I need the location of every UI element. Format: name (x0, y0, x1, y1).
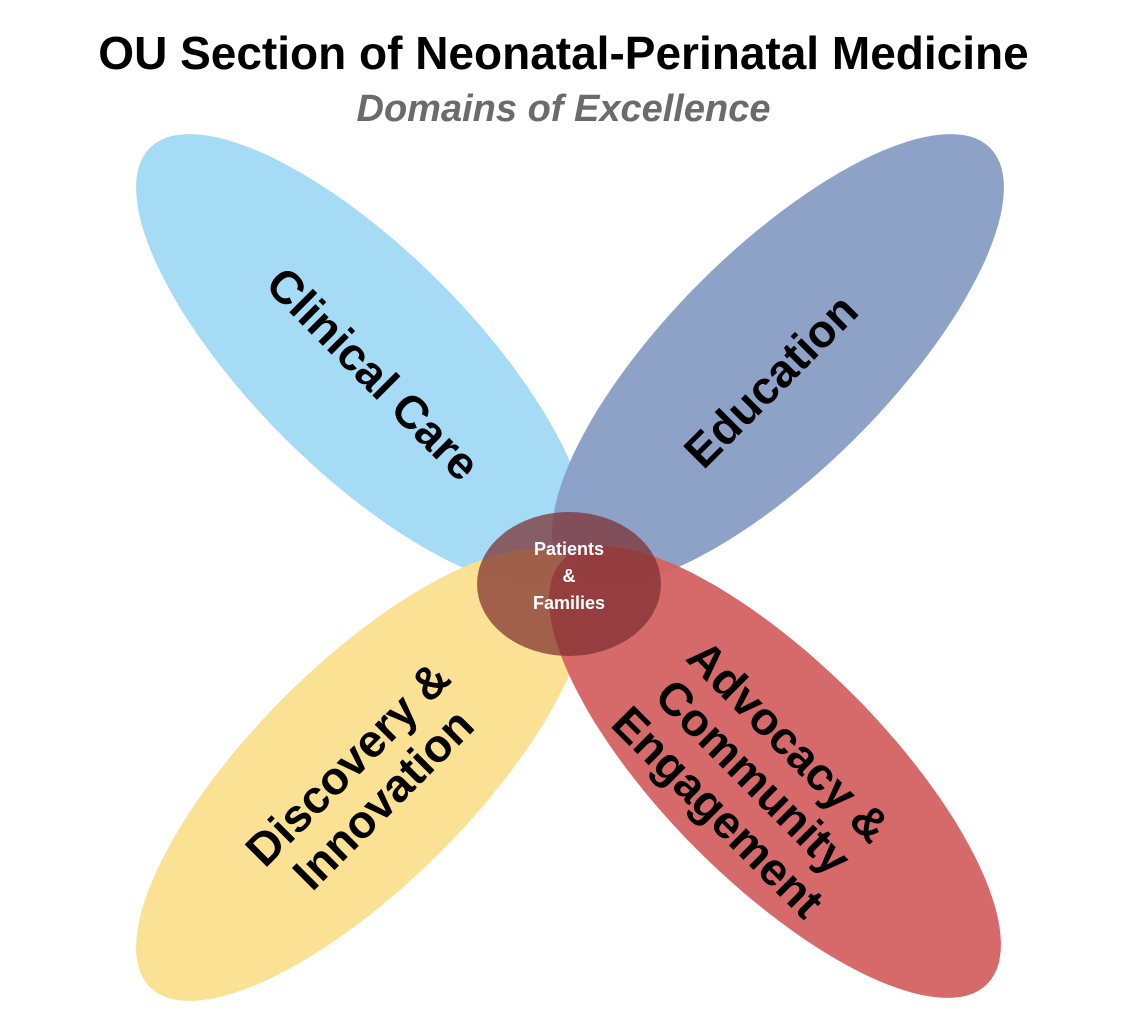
diagram-title: OU Section of Neonatal-Perinatal Medicin… (98, 27, 1029, 79)
center-patients-families (477, 512, 661, 656)
center-label-line3: Families (533, 593, 605, 613)
petal-clinical-care (136, 134, 588, 586)
petal-discovery (136, 549, 588, 1001)
diagram-subtitle: Domains of Excellence (356, 88, 771, 130)
petal-education (552, 134, 1004, 586)
petal-advocacy (549, 546, 1001, 998)
center-label-line2: & (563, 566, 576, 586)
center-label-line1: Patients (534, 539, 604, 559)
